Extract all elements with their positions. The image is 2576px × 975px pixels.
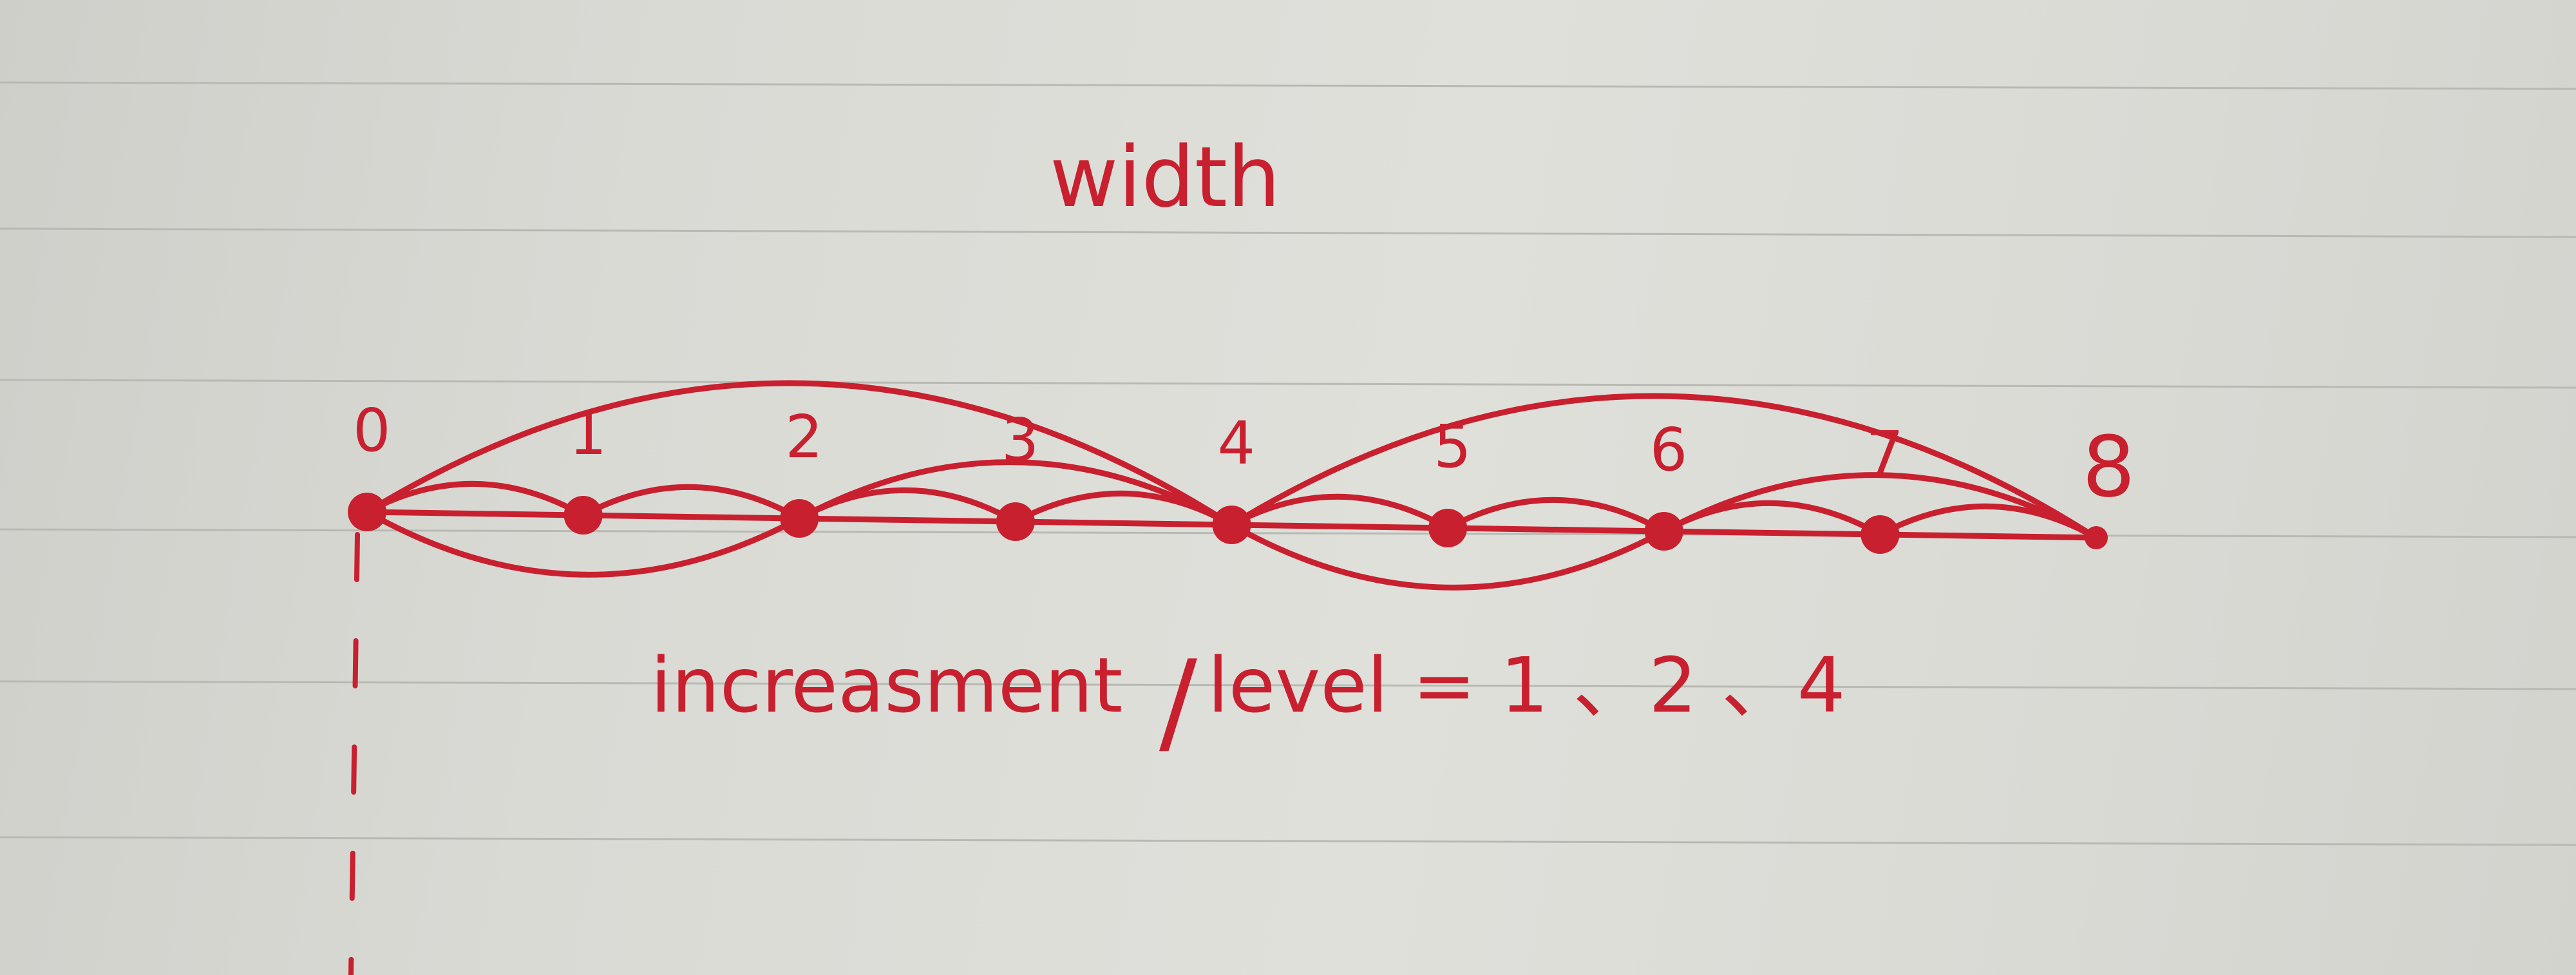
arc-step2-2-4	[796, 459, 1235, 528]
dashed-guide	[348, 532, 360, 975]
node-label-6: 6	[1650, 415, 1688, 484]
node-4	[1212, 506, 1251, 544]
connection-arcs	[364, 380, 2099, 591]
node-label-3: 3	[1001, 406, 1039, 475]
node-7	[1861, 515, 1900, 554]
arc-step1-0-1	[364, 480, 587, 518]
node-label-2: 2	[785, 402, 823, 471]
node-3	[996, 502, 1035, 541]
arc-step1-4-5	[1229, 493, 1451, 531]
node-label-7: 7	[1866, 419, 1904, 488]
node-0	[348, 493, 386, 531]
node-5	[1428, 509, 1468, 547]
arc-step4-4-8	[1229, 393, 2099, 541]
node-2	[780, 499, 819, 538]
node-label-8: 8	[2082, 418, 2136, 516]
node-labels: 0 1 2 3 4 5 6 7 8	[353, 396, 2136, 516]
node-6	[1644, 512, 1683, 551]
arc-step2-0-2	[364, 509, 802, 578]
diagram-title: width	[1050, 128, 1280, 226]
node-1	[564, 496, 603, 535]
node-label-1: 1	[569, 399, 607, 468]
arc-step2-4-6	[1229, 522, 1667, 591]
node-label-5: 5	[1434, 412, 1472, 481]
node-8	[2085, 526, 2108, 549]
arc-step4-0-4	[364, 380, 1235, 528]
arc-step2-6-8	[1661, 472, 2099, 541]
formula-rest: level = 1 、2 、4	[1208, 641, 1846, 730]
ruled-lines	[0, 81, 2576, 846]
formula-separator: /	[1159, 637, 1197, 768]
formula-label: increasment	[650, 641, 1122, 730]
nodes	[348, 493, 2108, 554]
node-label-0: 0	[353, 396, 391, 465]
arc-step1-5-6	[1444, 497, 1667, 535]
arc-step1-1-2	[580, 484, 802, 522]
node-label-4: 4	[1218, 409, 1256, 478]
